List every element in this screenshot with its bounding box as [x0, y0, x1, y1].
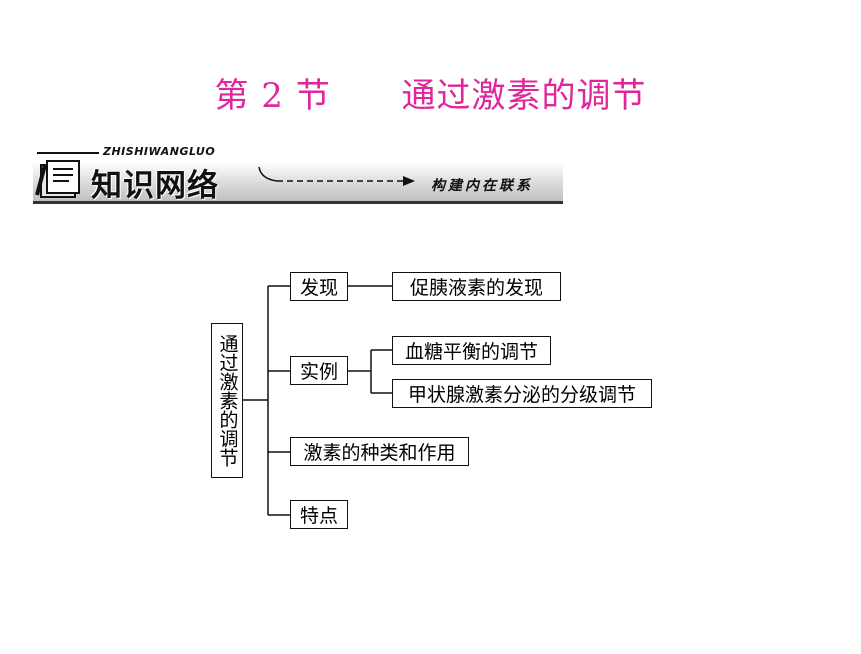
branch-node-examples: 实例 [290, 356, 348, 385]
section-banner: ZHISHIWANGLUO 知识网络 构建内在联系 [33, 145, 563, 205]
banner-english-label: ZHISHIWANGLUO [103, 145, 216, 158]
child-node-blood-sugar: 血糖平衡的调节 [392, 336, 551, 365]
page-title: 第 2 节 通过激素的调节 [214, 76, 647, 116]
dashed-arrow-icon [258, 166, 415, 186]
root-node: 通过激素的调节 [211, 323, 243, 478]
book-icon [35, 160, 80, 198]
branch-node-hormone-types: 激素的种类和作用 [290, 437, 469, 466]
child-node-thyroid: 甲状腺激素分泌的分级调节 [392, 379, 652, 408]
branch-node-characteristics: 特点 [290, 500, 348, 529]
banner-sub-label: 构建内在联系 [431, 178, 533, 194]
banner-rule [37, 152, 99, 154]
banner-bar [33, 162, 563, 203]
banner-main-label: 知识网络 [91, 168, 219, 204]
branch-node-discovery: 发现 [290, 272, 348, 301]
child-node-secretin: 促胰液素的发现 [392, 272, 561, 301]
banner-bottom-rule [33, 201, 563, 204]
